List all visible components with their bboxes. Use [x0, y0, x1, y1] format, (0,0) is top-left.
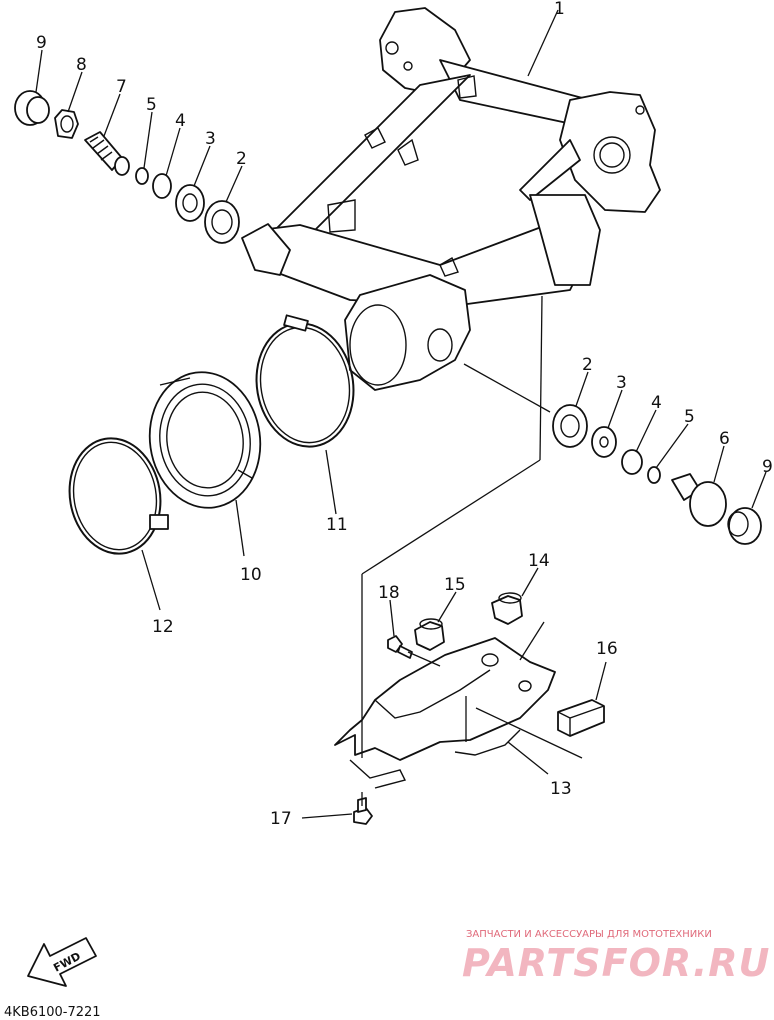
callout-5-right: 5	[684, 407, 695, 427]
callout-17: 17	[270, 809, 292, 829]
callout-numbers: 1 9 8 7 5 4 3 2 2 3 4 5 6 9 11 10 12 14 …	[36, 0, 773, 829]
callout-5-left: 5	[146, 95, 157, 115]
watermark: ЗАПЧАСТИ И АКСЕССУАРЫ ДЛЯ МОТОТЕХНИКИ PA…	[462, 929, 770, 985]
callout-8: 8	[76, 55, 87, 75]
callout-1: 1	[554, 0, 565, 19]
callout-6: 6	[719, 429, 730, 449]
callout-2-right: 2	[582, 355, 593, 375]
oil-seal-3-right[interactable]	[591, 426, 617, 458]
callout-2-left: 2	[236, 149, 247, 169]
boot-10[interactable]	[141, 365, 269, 515]
watermark-tagline: ЗАПЧАСТИ И АКСЕССУАРЫ ДЛЯ МОТОТЕХНИКИ	[466, 929, 712, 940]
callout-12: 12	[152, 617, 174, 637]
callout-18: 18	[378, 583, 400, 603]
pivot-shaft-7[interactable]	[84, 131, 130, 176]
callout-16: 16	[596, 639, 618, 659]
callout-4-left: 4	[175, 111, 186, 131]
damper-15[interactable]	[414, 618, 445, 651]
pad-16[interactable]	[557, 699, 605, 737]
callout-9-left: 9	[36, 33, 47, 53]
diagram-code: 4KB6100-7221	[4, 1005, 101, 1020]
pivot-bolt-6[interactable]	[671, 473, 727, 527]
callout-13: 13	[550, 779, 572, 799]
guard-13[interactable]	[334, 637, 556, 789]
fwd-arrow: FWD	[27, 937, 97, 987]
band-11[interactable]	[247, 314, 363, 454]
swingarm[interactable]	[241, 7, 661, 391]
bolt-17[interactable]	[353, 797, 373, 825]
washer-4-right[interactable]	[621, 449, 643, 475]
callout-7: 7	[116, 77, 127, 97]
callout-9-right: 9	[762, 457, 773, 477]
bearing-2-left[interactable]	[204, 200, 240, 244]
cap-9-left[interactable]	[14, 90, 50, 126]
o-ring-5-left[interactable]	[135, 167, 149, 185]
oil-seal-3-left[interactable]	[175, 184, 205, 222]
callout-4-right: 4	[651, 393, 662, 413]
cap-9-right[interactable]	[727, 507, 762, 545]
o-ring-5-right[interactable]	[647, 466, 661, 484]
callout-11: 11	[326, 515, 348, 535]
callout-3-right: 3	[616, 373, 627, 393]
damper-14[interactable]	[491, 592, 523, 625]
nut-8[interactable]	[54, 109, 79, 139]
callout-14: 14	[528, 551, 550, 571]
callout-15: 15	[444, 575, 466, 595]
watermark-brand: PARTSFOR.RU	[462, 941, 770, 985]
washer-4-left[interactable]	[152, 173, 172, 199]
bearing-2-right[interactable]	[552, 404, 588, 448]
band-12[interactable]	[61, 431, 170, 561]
callout-10: 10	[240, 565, 262, 585]
bolt-18[interactable]	[387, 635, 413, 659]
leader-lines	[35, 9, 767, 819]
callout-3-left: 3	[205, 129, 216, 149]
